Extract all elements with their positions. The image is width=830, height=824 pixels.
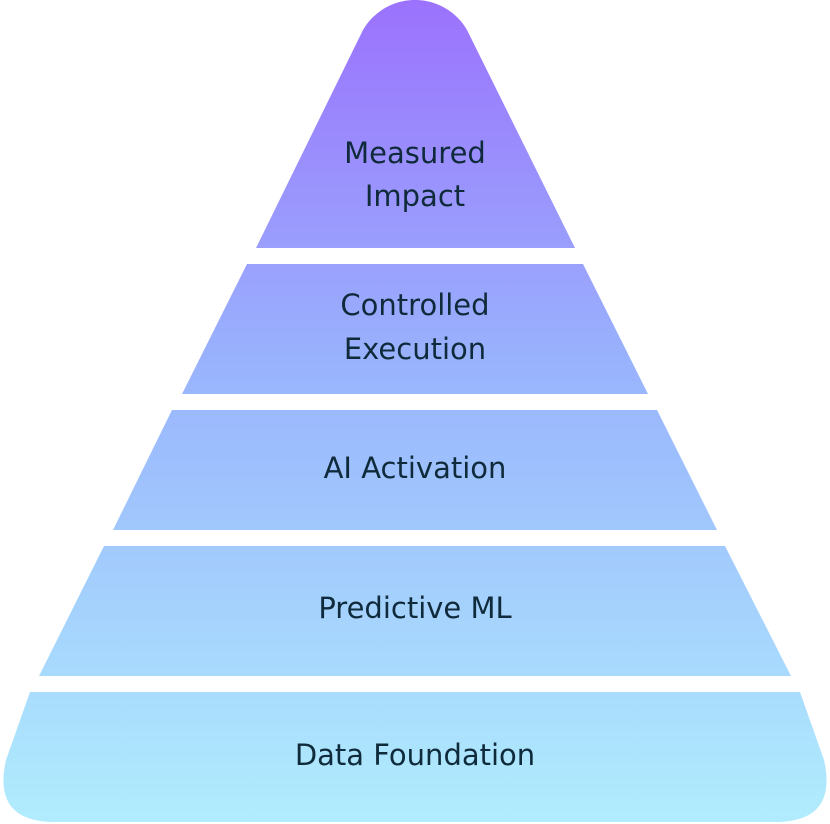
- tier-label: Controlled: [340, 288, 489, 322]
- tier-data-foundation: Data Foundation: [3, 692, 827, 822]
- tier-measured-impact: Measured Impact: [256, 0, 575, 248]
- tier-controlled-execution: Controlled Execution: [182, 264, 648, 394]
- tier-shape: [113, 410, 717, 530]
- tier-label: Execution: [344, 332, 486, 366]
- tier-shape: [39, 546, 791, 676]
- tier-label: Predictive ML: [318, 591, 511, 625]
- tier-label: Data Foundation: [295, 738, 535, 772]
- tier-shape: [182, 264, 648, 394]
- tier-shape: [256, 0, 575, 248]
- tier-shape: [3, 692, 827, 822]
- tier-label: Impact: [365, 179, 465, 213]
- tier-label: AI Activation: [324, 451, 507, 485]
- tier-predictive-ml: Predictive ML: [39, 546, 791, 676]
- tier-label: Measured: [344, 136, 486, 170]
- tier-ai-activation: AI Activation: [113, 410, 717, 530]
